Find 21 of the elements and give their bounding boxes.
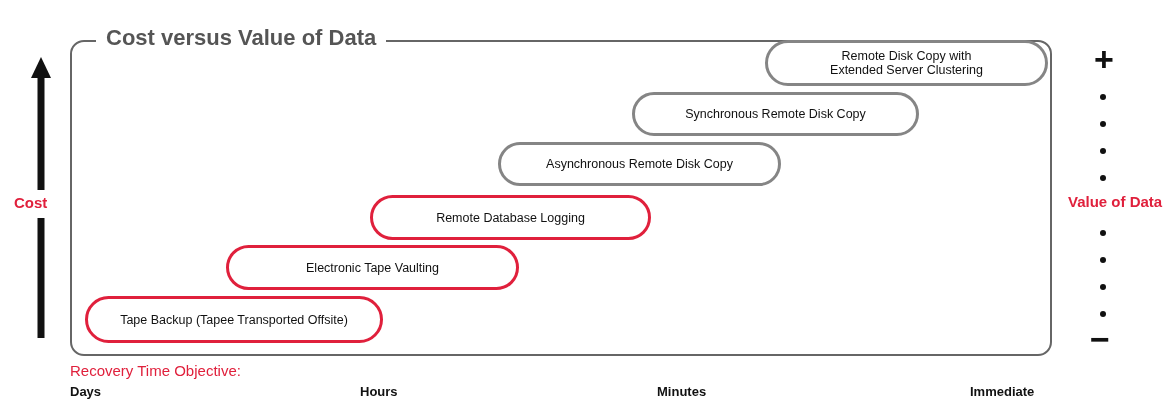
rounded-box xyxy=(226,245,519,290)
axis-title: Recovery Time Objective: xyxy=(70,362,241,379)
minus-sign: − xyxy=(1090,322,1110,356)
scale-label: Hours xyxy=(360,384,398,399)
box-label: Asynchronous Remote Disk Copy xyxy=(546,157,733,171)
box-label: Synchronous Remote Disk Copy xyxy=(685,107,866,121)
axis-label: Value of Data xyxy=(1068,193,1163,210)
box-label: Remote Disk Copy with Extended Server Clustering xyxy=(829,49,984,77)
rounded-box xyxy=(632,92,919,136)
rounded-box xyxy=(765,40,1048,86)
rounded-box xyxy=(498,142,781,186)
rounded-box xyxy=(85,296,383,343)
scale-label: Immediate xyxy=(970,384,1035,399)
box-label: Tape Backup (Tapee Transported Offsite) xyxy=(120,312,348,327)
axis-label: Cost xyxy=(14,194,48,211)
box-label: Remote Database Logging xyxy=(436,210,585,225)
rounded-box xyxy=(370,195,651,240)
scale-label: Days xyxy=(70,384,102,399)
scale-label: Minutes xyxy=(657,384,707,399)
box-label: Electronic Tape Vaulting xyxy=(306,260,439,275)
plus-sign: + xyxy=(1094,42,1114,76)
